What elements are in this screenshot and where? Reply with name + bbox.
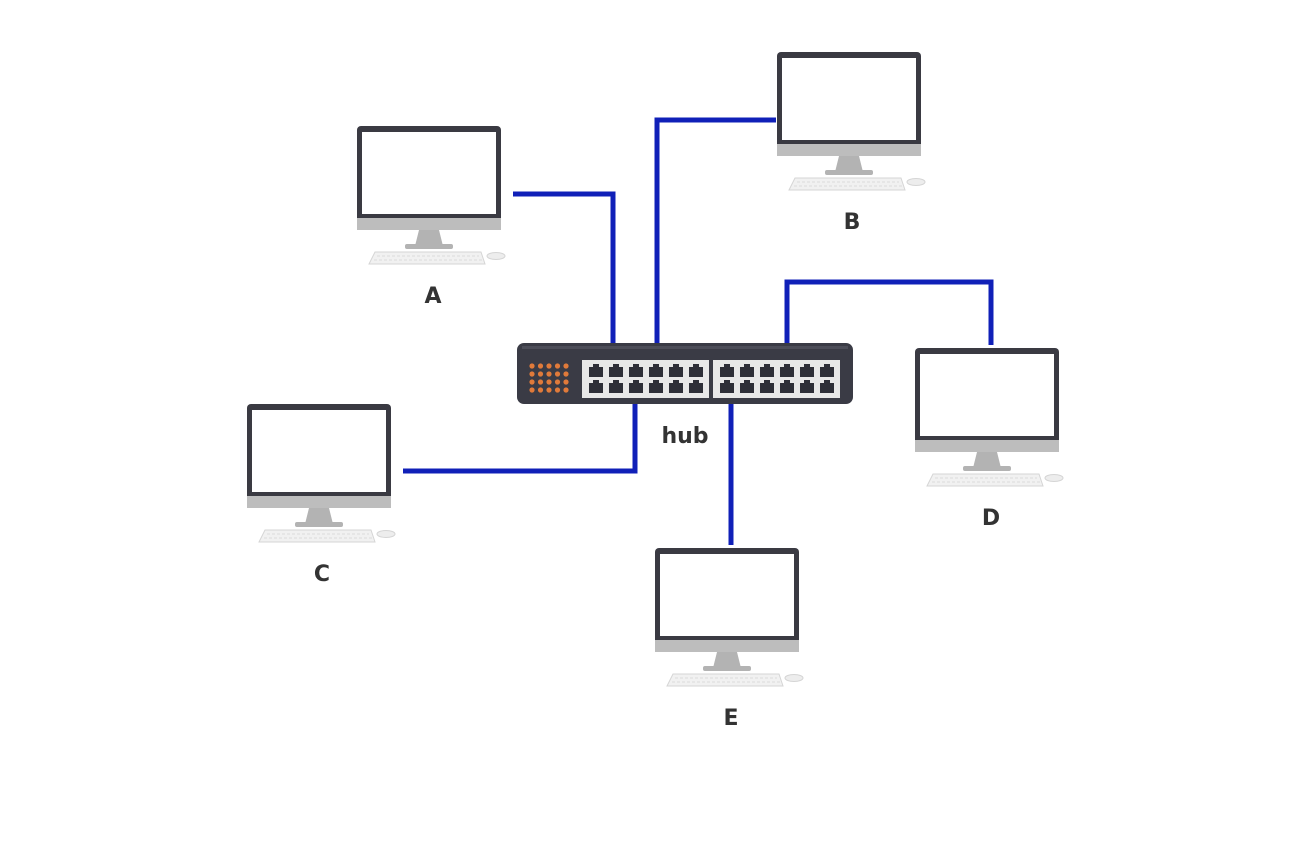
- hub-led: [554, 371, 561, 377]
- hub-port-icon: [629, 380, 643, 393]
- cable-b-hub: [654, 117, 776, 343]
- hub-led: [554, 379, 561, 385]
- hub-led: [546, 363, 552, 369]
- hub-label: hub: [661, 424, 709, 449]
- hub-port-icon: [800, 380, 814, 393]
- computer-e-label: E: [723, 706, 739, 731]
- hub-led: [563, 363, 569, 369]
- hub-port-icon: [820, 380, 834, 393]
- hub-icon: [517, 343, 853, 404]
- hub-led: [554, 363, 561, 369]
- hub-port-icon: [649, 380, 663, 393]
- hub-port-icon: [589, 364, 603, 377]
- hub-led: [563, 387, 569, 393]
- computer-c-label: C: [313, 562, 331, 587]
- computer-b-label: B: [843, 210, 861, 235]
- hub-led: [529, 363, 535, 369]
- hub-port-icon: [669, 364, 683, 377]
- hub-port-icon: [780, 380, 794, 393]
- computer-a-label: A: [424, 284, 442, 309]
- hub-led: [537, 371, 544, 377]
- hub-led: [546, 379, 552, 385]
- hub-port-icon: [760, 380, 774, 393]
- hub-port-icon: [720, 380, 734, 393]
- hub-port-icon: [740, 364, 754, 377]
- hub-led: [563, 379, 569, 385]
- cable-d-hub: [784, 279, 994, 345]
- hub-port-icon: [669, 380, 683, 393]
- hub-port-icon: [689, 380, 703, 393]
- hub-led: [529, 387, 535, 393]
- hub-port-icon: [760, 364, 774, 377]
- cable-a-hub: [513, 191, 616, 343]
- hub-led: [546, 387, 552, 393]
- hub-led: [546, 371, 552, 377]
- hub-led: [537, 363, 544, 369]
- hub-port-icon: [720, 364, 734, 377]
- hub-port-icon: [629, 364, 643, 377]
- hub-port-icon: [800, 364, 814, 377]
- computer-d-icon: [914, 347, 1064, 487]
- hub-port-icon: [589, 380, 603, 393]
- cable-group: [403, 117, 994, 545]
- hub-port-icon: [820, 364, 834, 377]
- hub-port-icon: [689, 364, 703, 377]
- computer-b-icon: [776, 51, 926, 191]
- hub-led: [563, 371, 569, 377]
- hub-port-icon: [780, 364, 794, 377]
- hub-led: [529, 371, 535, 377]
- computer-d-label: D: [981, 506, 1001, 531]
- hub-port-icon: [740, 380, 754, 393]
- hub-led: [537, 387, 544, 393]
- hub-port-icon: [649, 364, 663, 377]
- hub-port-icon: [609, 380, 623, 393]
- hub-led: [554, 387, 561, 393]
- computer-e-icon: [654, 547, 804, 687]
- hub-led: [529, 379, 535, 385]
- hub-port-icon: [609, 364, 623, 377]
- cable-c-hub: [403, 400, 638, 474]
- hub-led: [537, 379, 544, 385]
- computer-a-icon: [356, 125, 506, 265]
- computer-c-icon: [246, 403, 396, 543]
